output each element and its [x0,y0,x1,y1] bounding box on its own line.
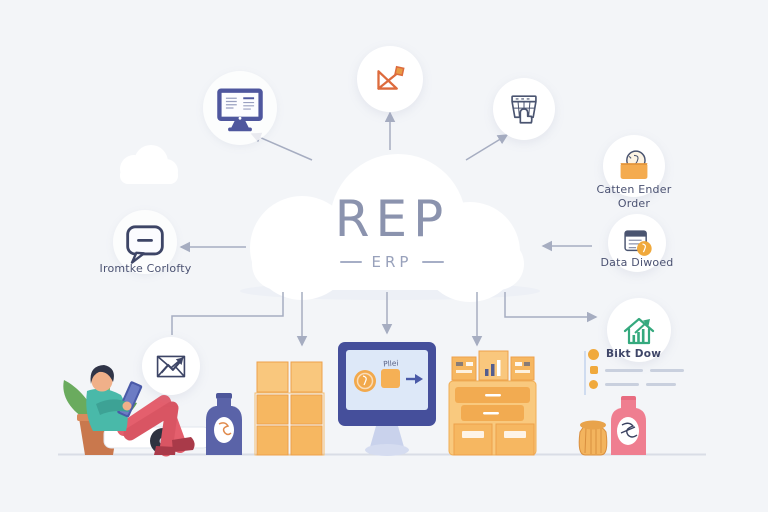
cart-icon [511,95,537,124]
screen-content: Pllei [354,358,423,392]
erp-subtitle: ERP [371,253,413,271]
shoe [172,437,195,452]
erp-title: REP [334,190,450,248]
chat-bubble-icon [126,225,164,264]
connector-arrows [171,111,598,347]
person-leg [123,401,179,457]
mail-trend-icon [156,355,186,378]
placeholder-bar [605,383,639,386]
list-item [588,380,716,389]
placeholder-bar [650,368,684,372]
chat-label: Iromtke Corlofty [99,262,192,275]
crate-stack [254,361,325,456]
node-mail [142,337,200,395]
storage-cabinet [448,350,537,456]
erp-subtitle-row: ERP [292,253,492,271]
list-divider [584,351,586,395]
subtitle-dash [339,261,362,263]
bottle-label [617,417,639,445]
data-label: Data Diwoed [600,256,674,269]
monitor-icon [217,88,263,132]
list-item [588,366,716,374]
person-arm [96,399,129,415]
navy-bottle [206,393,242,455]
person-head [91,370,113,392]
pink-bottle [611,396,646,455]
node-monitor [203,71,277,145]
growth-chart-icon [377,65,405,90]
node-order [603,135,665,197]
right-arrow-icon [415,374,423,384]
data-card-icon [624,230,652,256]
cloud-title-block: REP ERP [292,194,492,271]
house-growth-icon [623,317,655,345]
bullet-icon [590,366,598,374]
small-cloud-decor [120,145,178,184]
node-cart [493,78,555,140]
list-title: Bikt Dow [606,348,662,360]
node-data [608,214,666,272]
list-item: Bikt Dow [588,348,716,360]
node-house [607,298,671,362]
honey-jar [578,420,608,456]
node-growth-chart [357,46,423,112]
screen-tag-text: Pllei [383,358,399,368]
person-hand [122,401,132,411]
seated-person-illustration [63,365,211,457]
shoe [154,446,176,455]
bullet-icon [589,380,598,389]
person-hair [90,365,114,384]
bullet-icon [588,348,599,360]
summary-list: Bikt Dow [584,348,716,395]
node-chat [113,210,177,274]
placeholder-bar [605,368,643,372]
order-label: Catten Ender Order [596,183,672,211]
placeholder-bar [646,383,676,386]
subtitle-dash [422,261,445,263]
desktop-monitor: Pllei [338,342,436,456]
order-envelope-icon [620,150,648,179]
erp-cloud-shape [240,154,540,302]
